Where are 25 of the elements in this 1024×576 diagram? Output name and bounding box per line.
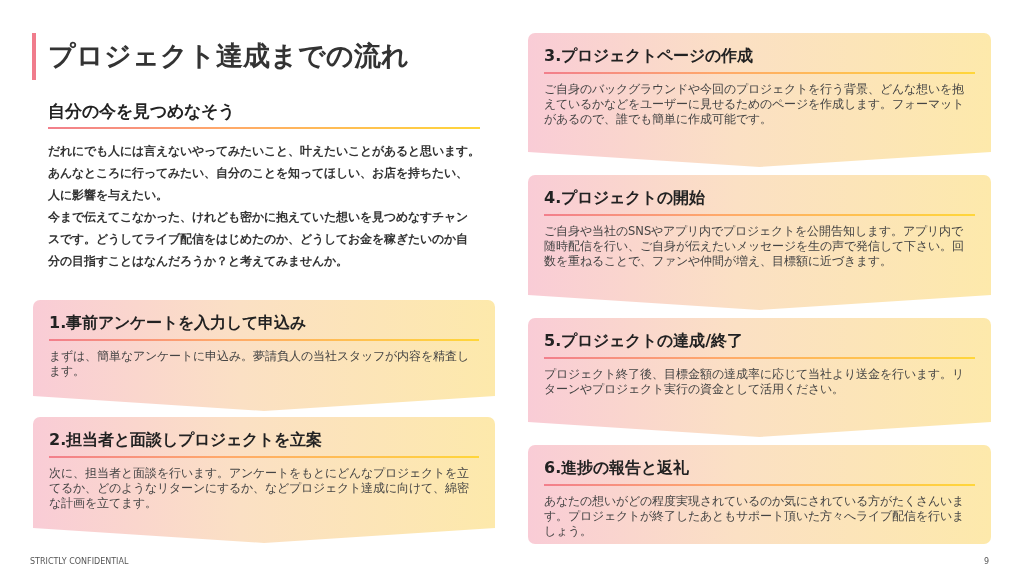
- step-box: [528, 445, 991, 544]
- body-text: 今まで伝えてこなかった、けれども密かに抱えていた想いを見つめなすチャンスです。どうしてライブ配信をはじめたのか、どうしてお金を稼ぎたいのか自分の目指すことはなんだろうか？と考えてみませんか。: [48, 209, 469, 270]
- step-heading: 3.プロジェクトページの作成: [544, 45, 755, 67]
- step-description: 次に、担当者と面談を行います。アンケートをもとにどんなプロジェクトを立てるか、どのようなリターンにするか、などプロジェクト達成に向けて、綿密な計画を立てます。: [49, 466, 470, 511]
- page-number: 9: [984, 557, 990, 567]
- step-description: まずは、簡単なアンケートに申込み。夢請負人の当社スタッフが内容を精査します。: [49, 349, 470, 379]
- step-heading: 1.事前アンケートを入力して申込み: [49, 312, 308, 334]
- section-heading: 自分の今を見つめなそう: [48, 100, 235, 123]
- footer-text: STRICTLY CONFIDENTIAL: [30, 557, 129, 567]
- step-heading: 2.担当者と面談しプロジェクトを立案: [49, 429, 324, 451]
- step-heading: 4.プロジェクトの開始: [544, 187, 707, 209]
- step-box: [528, 318, 991, 437]
- step-heading: 6.進捗の報告と返礼: [544, 457, 691, 479]
- step-box: [528, 175, 991, 310]
- step-box: [33, 417, 495, 543]
- step-description: ご自身や当社のSNSやアプリ内でプロジェクトを公開告知します。アプリ内で随時配信を行い、ご自身が伝えたいメッセージを生の声で発信して下さい。回数を重ねることで、ファンや仲間が増え、目標額に近づきます。: [544, 224, 965, 269]
- step-box: [33, 300, 495, 411]
- step-description: あなたの想いがどの程度実現されているのか気にされている方がたくさんいます。プロジェクトが終了したあともサポート頂いた方々へライブ配信を行いましょう。: [544, 494, 965, 539]
- step-box: [528, 33, 991, 167]
- step-description: プロジェクト終了後、目標金額の達成率に応じて当社より送金を行います。リターンやプロジェクト実行の資金として活用ください。: [544, 367, 965, 397]
- page-title: プロジェクト達成までの流れ: [48, 39, 409, 73]
- step-heading: 5.プロジェクトの達成/終了: [544, 330, 745, 352]
- step-description: ご自身のバックグラウンドや今回のプロジェクトを行う背景、どんな想いを抱えているかなどをユーザーに見せるためのページを作成します。フォーマットがあるので、誰でも簡単に作成可能です。: [544, 82, 965, 127]
- body-text: あんなところに行ってみたい、自分のことを知ってほしい、お店を持ちたい、人に影響を与えたい。: [48, 165, 468, 204]
- body-text: だれにでも人には言えないやってみたいこと、叶えたいことがあると思います。: [48, 143, 481, 160]
